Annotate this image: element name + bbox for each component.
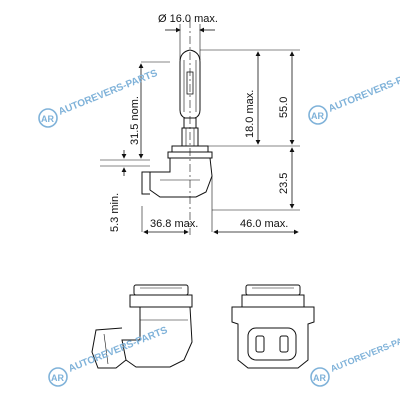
watermark-bottom-right: AR AUTOREVERS-PARTS <box>310 329 400 387</box>
watermark-bottom-left: AR AUTOREVERS-PARTS <box>48 325 169 387</box>
dim-36-8-label: 36.8 max. <box>150 218 198 230</box>
dim-5-3-label: 5.3 min. <box>109 193 121 232</box>
watermark-text: AUTOREVERS-PARTS <box>329 329 400 374</box>
dim-18-0-label: 18.0 max. <box>244 90 256 138</box>
dim-31-5-label: 31.5 nom. <box>129 96 141 145</box>
dim-46-0-label: 46.0 max. <box>240 218 288 230</box>
bulb-front-view <box>231 284 315 369</box>
dimension-lines <box>121 27 299 235</box>
watermark-logo-letters: AR <box>41 114 54 124</box>
dim-55-0-label: 55.0 <box>278 97 290 118</box>
bulb-perspective-view <box>91 284 193 369</box>
watermark-text: AUTOREVERS-PARTS <box>57 68 159 118</box>
dim-diameter-label: Ø 16.0 max. <box>158 13 218 25</box>
watermark-logo-letters: AR <box>51 373 64 383</box>
watermark-logo-letters: AR <box>311 111 324 121</box>
watermark-logo-letters: AR <box>313 373 326 383</box>
extension-lines <box>100 24 300 232</box>
dim-23-5-label: 23.5 <box>278 173 290 194</box>
watermark-text: AUTOREVERS-PARTS <box>327 65 400 115</box>
watermark-top-right: AR AUTOREVERS-PARTS <box>308 65 400 125</box>
watermark-top-left: AR AUTOREVERS-PARTS <box>38 68 159 128</box>
